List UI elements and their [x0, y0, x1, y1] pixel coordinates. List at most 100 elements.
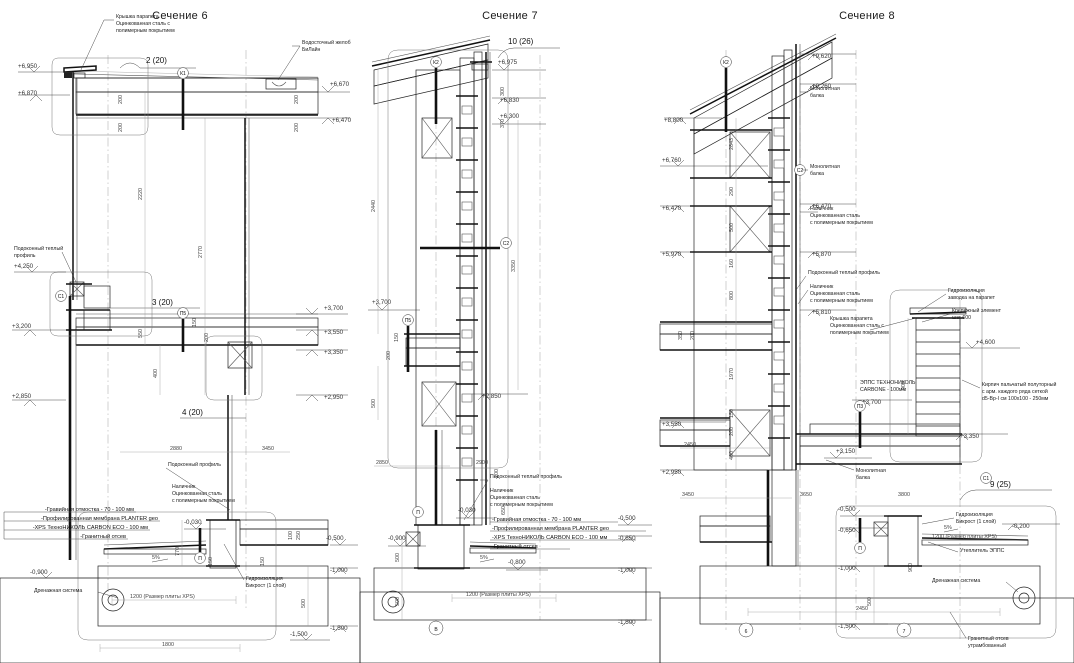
- dim-label: 100: [288, 531, 294, 540]
- level-label: +2,850: [12, 393, 32, 400]
- dimension-chain: 2843 290 500 160 800 1970 150 200 400 90…: [678, 118, 1028, 624]
- spec-line: -Гравийная отмостка - 70 - 100 мм: [45, 506, 134, 513]
- note-label: Монолитная балка: [810, 86, 841, 99]
- dim-label: 200: [690, 331, 696, 340]
- dim-label: 550: [138, 329, 144, 338]
- level-label: +3,200: [12, 323, 32, 330]
- dim-label: 500: [395, 553, 401, 562]
- dim-label: 2850: [376, 460, 388, 466]
- level-label: -1,000: [618, 567, 636, 574]
- callout-group: 2 (20) 3 (20) 4 (20): [110, 56, 246, 419]
- note-label: Гидроизоляция Бикрост (1 слой): [956, 512, 996, 525]
- marker-label: П: [858, 546, 862, 552]
- level-label: -1,000: [330, 567, 348, 574]
- level-mark-group-right: +6,670 +6,470 +3,700 +3,550 +3,350 +2,95…: [296, 81, 358, 633]
- spec-line: -Гравийная отмостка - 70 - 100 мм: [492, 516, 581, 523]
- marker-label: К1: [180, 71, 186, 77]
- marker-label: С2: [503, 241, 510, 247]
- callout-group: 9 (25): [959, 480, 1052, 501]
- dim-label: 2770: [198, 246, 204, 258]
- marker-label: К2: [433, 60, 439, 66]
- note-label: Гидроизоляция Бикрост (1 слой): [246, 576, 286, 589]
- dim-label: 290: [729, 187, 735, 196]
- dim-label: 200: [118, 123, 124, 132]
- dim-label: 200: [294, 95, 300, 104]
- dim-label: 3800: [898, 492, 910, 498]
- level-mark-group-left: +8,800 +6,760 +6,470 +5,970 +3,550 +2,95…: [660, 117, 888, 631]
- note-label: Наличник Оцинкованная сталь с полимерным…: [490, 488, 553, 508]
- dim-label: 370: [500, 119, 506, 128]
- note-label: Подоконный теплый профиль: [808, 269, 880, 276]
- level-label: -1,500: [290, 631, 308, 638]
- dim-label: 770: [175, 547, 181, 556]
- dim-label: 2880: [170, 446, 182, 452]
- dim-label: 2450: [856, 606, 868, 612]
- marker-label: П: [198, 556, 202, 562]
- note-group: Монолитная балка Монолитная балка Наличн…: [795, 86, 1057, 649]
- note-group: Подоконный теплый профиль Наличник Оцинк…: [463, 473, 562, 521]
- dim-label: 3350: [511, 260, 517, 272]
- section-6: Сечение 6: [0, 0, 361, 663]
- level-label: -0,900: [388, 535, 406, 542]
- level-label: -0,030: [458, 507, 476, 514]
- section-8: Сечение 8: [659, 0, 1074, 663]
- level-label: -0,500: [618, 515, 636, 522]
- note-label: Крепежный элемент шаг 600: [952, 307, 1002, 321]
- section-8-title: Сечение 8: [839, 10, 895, 22]
- slope-label: 5%: [480, 555, 488, 561]
- slope-annotation: 5%: [943, 525, 959, 533]
- level-label: -0,030: [184, 519, 202, 526]
- dim-label: 200: [294, 123, 300, 132]
- marker-label: П3: [857, 404, 864, 410]
- note-label: Водосточный желоб БиЛайн: [302, 39, 352, 53]
- marker-group: К1 П5 С1 П: [55, 67, 206, 564]
- dim-label: 200: [118, 95, 124, 104]
- dim-label: 500: [301, 599, 307, 608]
- level-label: +4,600: [976, 339, 996, 346]
- level-label: +6,470: [662, 205, 682, 212]
- marker-group: К2 С2 П5 П: [402, 56, 512, 518]
- level-mark-group-right: +9,620 +9,260 +6,470 +5,870 +5,810 +4,60…: [800, 53, 1060, 531]
- level-label: +2,950: [324, 394, 344, 401]
- marker-label: С1: [983, 476, 990, 482]
- dimension-chain: 300 370 2440 3350 200 150 500 650 100 50…: [371, 70, 557, 620]
- callout-label: 2 (20): [146, 56, 167, 65]
- dimension-chain-horizontal: 2880 3450 1200 (Размер плиты XPS) 1800: [99, 446, 290, 652]
- note-label: Гидроизоляция заводка на парапет: [948, 288, 996, 301]
- level-label: +6,300: [500, 113, 520, 120]
- note-label: Дренажная система: [932, 578, 980, 584]
- marker-label: П5: [180, 311, 187, 317]
- dim-label: 2900: [476, 460, 488, 466]
- dim-label: 1200 (Размер плиты XPS): [466, 592, 531, 598]
- dim-label: 1970: [729, 368, 735, 380]
- level-mark-group-right: +6,975 +6,830 +6,300 +3,700 +2,850 -0,50…: [368, 59, 652, 627]
- dim-label: 150: [208, 557, 214, 566]
- level-label: +8,800: [664, 117, 684, 124]
- spec-line: -Профилированная мембрана PLANTER geo: [492, 526, 609, 532]
- callout-label: 10 (26): [508, 37, 534, 46]
- level-label: -0,900: [30, 569, 48, 576]
- note-label: Гранитный отсев утрамбованный: [968, 635, 1010, 649]
- dimension-chain-vertical: 2220 2770 550 200 200 200 200 150 200 40…: [118, 92, 309, 626]
- note-label: Монолитная балка: [810, 164, 841, 177]
- slope-label: 5%: [944, 525, 952, 531]
- axis-label: В: [434, 627, 438, 633]
- dim-label: 650: [501, 506, 507, 515]
- dim-label: 400: [153, 369, 159, 378]
- dim-label: 900: [908, 563, 914, 572]
- spec-line: -Гранитный отсев: [80, 533, 126, 540]
- note-label: Монолитная балка: [856, 468, 887, 481]
- note-label: Подоконный теплый профиль: [14, 245, 65, 259]
- level-label: -0,200: [1012, 523, 1030, 530]
- level-label: -1,000: [838, 565, 856, 572]
- anchor-plate-group: [773, 127, 785, 425]
- note-label: Подоконный профиль: [168, 461, 221, 468]
- note-label: Утеплитель ЭППС: [960, 548, 1005, 554]
- dim-label: 2450: [684, 442, 696, 448]
- level-label: +6,870: [18, 90, 38, 97]
- brick-course-group: [916, 329, 960, 427]
- level-label: +3,550: [662, 421, 682, 428]
- level-mark-inner-group: -0,030 -0,900 -0,800: [388, 507, 548, 571]
- level-label: +3,550: [324, 329, 344, 336]
